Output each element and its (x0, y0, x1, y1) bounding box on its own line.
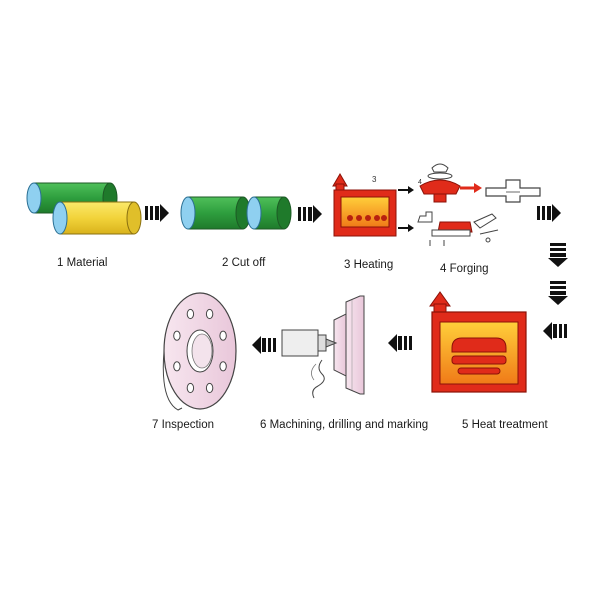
bolt-hole-icon (205, 382, 214, 394)
step-label-2: 2 Cut off (222, 257, 266, 269)
heat-treatment-furnace-icon (429, 291, 527, 393)
step-label-3: 3 Heating (344, 259, 393, 271)
bolt-hole-icon (186, 382, 195, 394)
step-label-4: 4 Forging (440, 263, 489, 275)
bolt-hole-icon (219, 361, 227, 372)
step-label-6: 6 Machining, drilling and marking (260, 419, 428, 431)
arrow-left-icon (543, 322, 567, 340)
furnace-to-forging-arrows-icon (398, 186, 414, 232)
forging-number: 4 (418, 179, 422, 186)
arrow-left-icon (388, 334, 412, 352)
forged-flange-outline-icon (485, 179, 541, 203)
step-label-5: 5 Heat treatment (462, 419, 548, 431)
arrow-right-icon (145, 204, 169, 222)
furnace-number: 3 (372, 175, 377, 184)
step-label-1: 1 Material (57, 257, 108, 269)
arrow-left-icon (252, 336, 276, 354)
bolt-hole-icon (173, 330, 181, 341)
arrow-down-icon (548, 281, 568, 305)
bolt-hole-icon (173, 361, 181, 372)
inspection-flange-icon (162, 292, 237, 411)
bolt-hole-icon (205, 308, 214, 320)
arrow-right-icon (298, 205, 322, 223)
bolt-hole-icon (219, 330, 227, 341)
material-cylinders-icon (26, 182, 142, 235)
cut-off-cylinders-icon (180, 196, 292, 230)
machining-tool-icon (281, 295, 365, 399)
bolt-hole-icon (186, 308, 195, 320)
arrow-down-icon (548, 243, 568, 267)
step-label-7: 7 Inspection (152, 419, 214, 431)
heating-furnace-icon (332, 173, 397, 237)
forging-press-icon (417, 163, 499, 246)
arrow-right-icon (537, 204, 561, 222)
